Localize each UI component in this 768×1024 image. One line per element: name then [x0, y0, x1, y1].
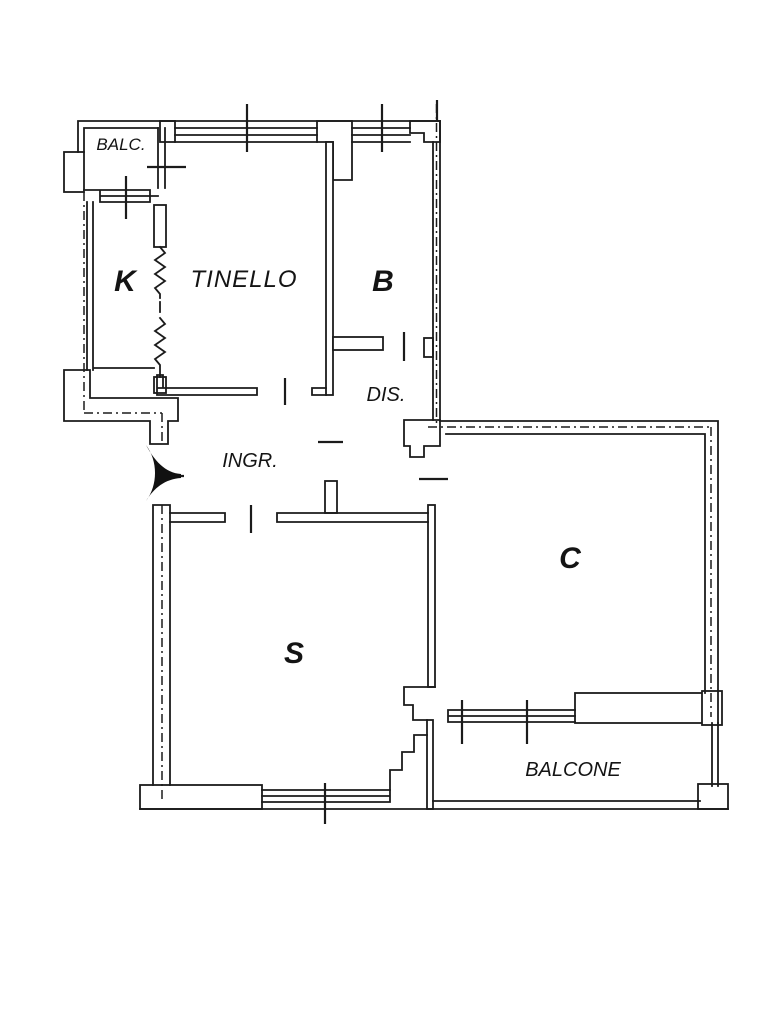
room-label-dis: DIS. — [367, 384, 406, 406]
room-labels: BALC. K TINELLO B DIS. INGR. S C BALCONE — [96, 135, 621, 781]
boundary-dashdot-line — [83, 104, 712, 800]
wall-piers — [63, 120, 729, 810]
room-label-tinello: TINELLO — [190, 266, 297, 293]
room-label-soggiorno: S — [284, 637, 304, 670]
room-label-balc: BALC. — [96, 135, 145, 154]
entrance-door-swing-icon — [146, 445, 181, 501]
room-label-bath: B — [372, 265, 394, 298]
room-label-ingresso: INGR. — [222, 450, 278, 472]
room-label-balcone: BALCONE — [525, 759, 621, 781]
removed-wall-zigzag — [153, 245, 167, 378]
room-label-camera: C — [559, 542, 582, 575]
room-label-kitchen: K — [114, 265, 138, 298]
